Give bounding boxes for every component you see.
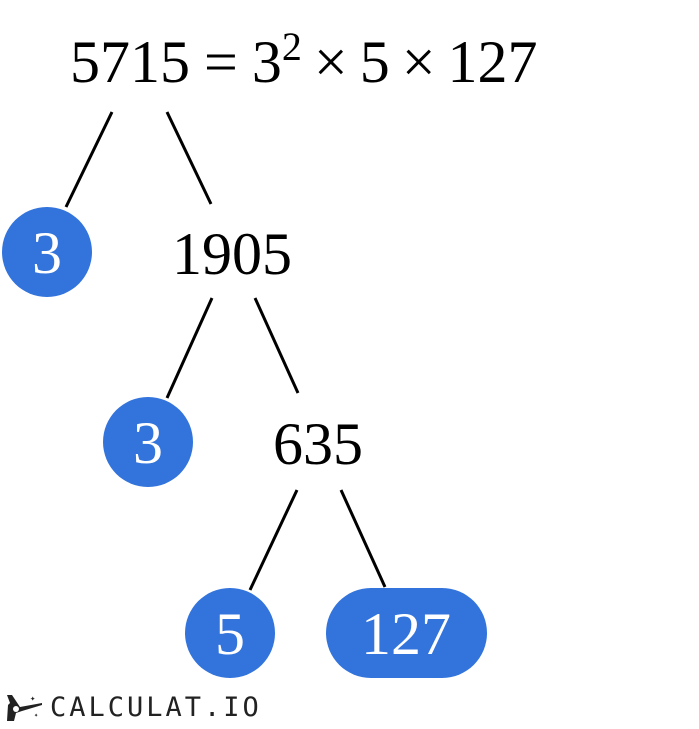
- prime-node: [103, 397, 193, 487]
- prime-label: 127: [361, 601, 451, 667]
- svg-text:✦: ✦: [30, 694, 38, 704]
- edge: [165, 297, 214, 399]
- tree-edges: [64, 111, 387, 591]
- edge: [64, 111, 114, 208]
- logo-text: CALCULAT.IO: [50, 692, 262, 723]
- equation: 5715=32×5×127: [70, 24, 538, 95]
- composite-node: 635: [273, 411, 363, 477]
- magic-hand-icon: ✦ ✦: [7, 694, 42, 721]
- prime-label: 3: [32, 220, 62, 286]
- svg-text:✦: ✦: [34, 711, 41, 719]
- edge: [253, 297, 300, 394]
- prime-node: [185, 588, 275, 678]
- prime-node: [2, 207, 92, 297]
- prime-label: 5: [215, 601, 245, 667]
- prime-node: [326, 588, 487, 678]
- composite-node: 1905: [172, 221, 292, 287]
- logo: ✦ ✦ CALCULAT.IO: [4, 692, 262, 723]
- prime-label: 3: [133, 410, 163, 476]
- edge: [165, 111, 213, 205]
- edge: [248, 489, 299, 591]
- edge: [339, 489, 387, 588]
